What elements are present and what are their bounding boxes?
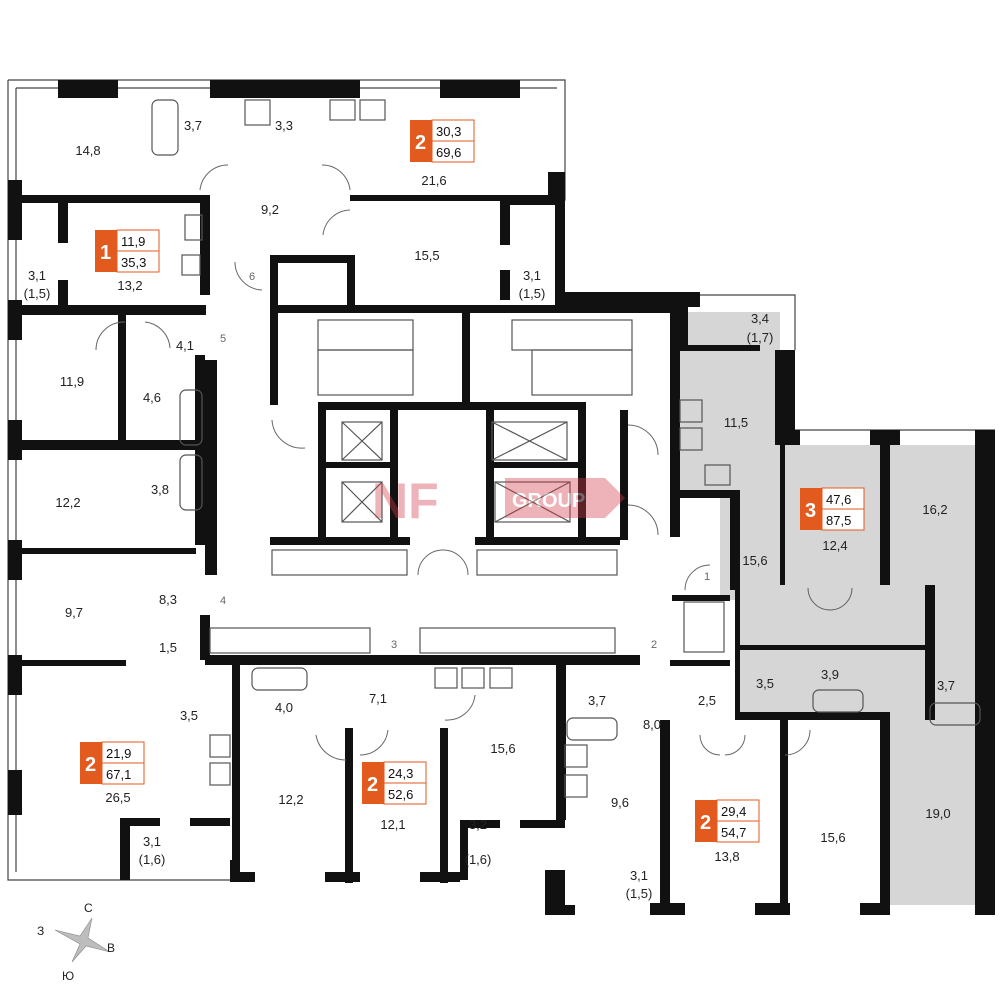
room-area-label: 4,1: [176, 338, 194, 353]
room-area-label: (1,6): [465, 852, 492, 867]
room-area-label: 3,1: [28, 268, 46, 283]
watermark-logo-main: NF: [372, 473, 439, 529]
room-area-label: 3,7: [937, 678, 955, 693]
room-area-label: (1,6): [139, 852, 166, 867]
door-swings: [95, 164, 853, 761]
room-area-label: 3,7: [588, 693, 606, 708]
apt-left-room-count: 2: [85, 754, 96, 776]
room-area-label: 12,2: [55, 495, 80, 510]
walls: [8, 80, 995, 915]
room-area-label: 9,7: [65, 605, 83, 620]
compass-north: С: [84, 901, 93, 915]
watermark-logo-sub: GROUP: [512, 490, 585, 512]
apt-1-living-area: 11,9: [121, 234, 145, 249]
stair-number-labels: 6 5 4 1 3 2: [220, 271, 710, 651]
apt-left-badge: 2 21,9 67,1: [80, 741, 145, 785]
apt-3-room-count: 3: [805, 500, 816, 522]
stair-number-label: 4: [220, 595, 226, 607]
room-area-label: 19,0: [925, 806, 950, 821]
compass-east: В: [107, 941, 115, 955]
compass-south: Ю: [62, 969, 74, 983]
apt-left-living-area: 21,9: [106, 746, 131, 761]
room-area-label: 3,5: [180, 708, 198, 723]
room-area-label: 8,3: [159, 592, 177, 607]
apt-mid-badge: 2 24,3 52,6: [362, 761, 427, 805]
stair-number-label: 1: [704, 571, 710, 583]
room-area-label: 15,6: [820, 830, 845, 845]
room-area-label: 4,6: [143, 390, 161, 405]
room-area-label: 7,1: [369, 691, 387, 706]
stair-number-label: 3: [391, 639, 397, 651]
room-area-label: 21,6: [421, 173, 446, 188]
room-area-label: 12,2: [278, 792, 303, 807]
room-area-label: 3,9: [821, 667, 839, 682]
room-area-label: 13,2: [117, 278, 142, 293]
apt-mid-room-count: 2: [367, 774, 378, 796]
compass-west: З: [37, 924, 44, 938]
room-area-label: 12,1: [380, 817, 405, 832]
room-area-label: 3,2: [469, 817, 487, 832]
apt-3-living-area: 47,6: [826, 492, 851, 507]
room-area-label: 3,7: [184, 118, 202, 133]
room-area-label: 3,8: [151, 482, 169, 497]
room-area-label: 3,4: [751, 311, 769, 326]
nf-group-watermark: NF GROUP: [372, 473, 625, 529]
apt-1-badge: 1 11,9 35,3: [95, 229, 160, 273]
apt-top-total-area: 69,6: [436, 145, 461, 160]
stair-number-label: 6: [249, 271, 255, 283]
apt-mid-living-area: 24,3: [388, 766, 413, 781]
apt-1-total-area: 35,3: [121, 255, 146, 270]
apt-mid-total-area: 52,6: [388, 787, 413, 802]
room-area-label: 9,6: [611, 795, 629, 810]
compass-rose: С В Ю З: [37, 901, 115, 983]
room-area-label: (1,5): [519, 286, 546, 301]
apt-top-room-count: 2: [415, 132, 426, 154]
room-area-label: 12,4: [822, 538, 847, 553]
room-area-label: 3,1: [630, 868, 648, 883]
apt-right-total-area: 54,7: [721, 825, 746, 840]
room-area-label: 2,5: [698, 693, 716, 708]
fixtures: [151, 99, 981, 798]
room-area-label: 4,0: [275, 700, 293, 715]
room-area-label: 16,2: [922, 502, 947, 517]
room-area-label: (1,5): [626, 886, 653, 901]
apt-1-room-count: 1: [100, 242, 111, 264]
room-area-label: 1,5: [159, 640, 177, 655]
room-area-label: 15,6: [490, 741, 515, 756]
room-area-label: 3,1: [523, 268, 541, 283]
apt-right-living-area: 29,4: [721, 804, 746, 819]
apt-top-living-area: 30,3: [436, 124, 461, 139]
room-area-label: (1,7): [747, 330, 774, 345]
stair-number-label: 2: [651, 639, 657, 651]
room-area-label: 26,5: [105, 790, 130, 805]
room-area-label: 11,5: [724, 415, 748, 430]
room-area-label: (1,5): [24, 286, 51, 301]
apt-top-badge: 2 30,3 69,6: [410, 119, 475, 163]
stair-number-label: 5: [220, 333, 226, 345]
room-area-label: 15,6: [742, 553, 767, 568]
room-area-label: 3,3: [275, 118, 293, 133]
room-area-label: 3,5: [756, 676, 774, 691]
apt-3-total-area: 87,5: [826, 513, 851, 528]
room-area-label: 9,2: [261, 202, 279, 217]
room-area-label: 15,5: [414, 248, 439, 263]
room-area-label: 13,8: [714, 849, 739, 864]
room-area-label: 3,1: [143, 834, 161, 849]
apt-3-badge: 3 47,6 87,5: [800, 487, 865, 531]
room-area-label: 14,8: [75, 143, 100, 158]
room-area-label: 8,0: [643, 717, 661, 732]
apt-right-room-count: 2: [700, 812, 711, 834]
apt-right-badge: 2 29,4 54,7: [695, 799, 760, 843]
apt-left-total-area: 67,1: [106, 767, 131, 782]
room-area-label: 11,9: [60, 374, 84, 389]
